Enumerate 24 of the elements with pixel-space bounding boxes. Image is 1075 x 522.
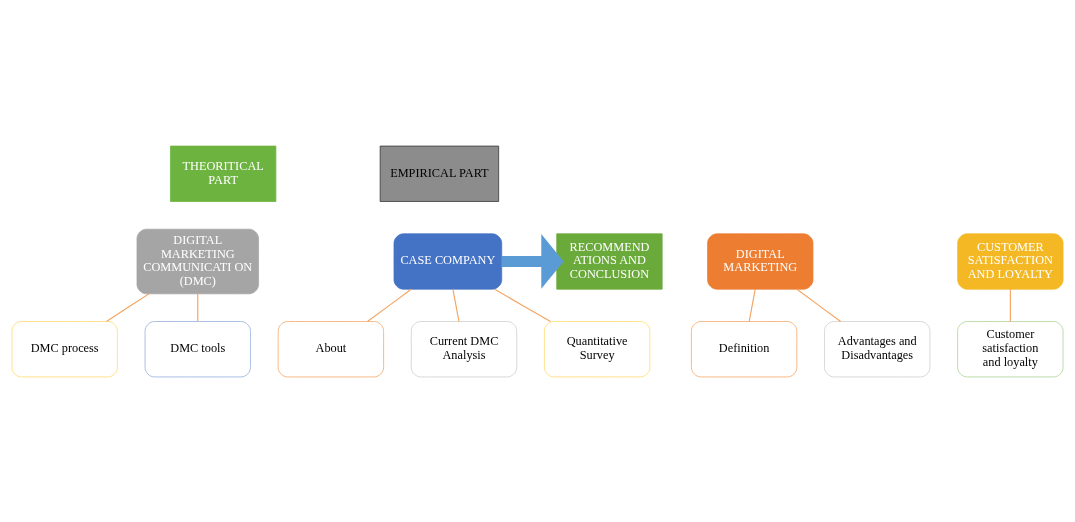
node-box: THEORITICAL PART	[170, 145, 277, 202]
node-box: Definition	[691, 320, 798, 377]
connector	[494, 288, 552, 322]
node-box: RECOMMEND ATIONS AND CONCLUSION	[556, 232, 663, 290]
connector	[748, 288, 756, 322]
connector	[796, 288, 842, 322]
node-box: Advantages and Disadvantages	[824, 320, 931, 377]
connector	[366, 288, 412, 322]
node-box: DIGITAL MARKETING COMMUNICATI ON (DMC)	[136, 228, 259, 294]
arrow	[501, 233, 564, 289]
node-box: EMPIRICAL PART	[379, 145, 500, 202]
node-box: DIGITAL MARKETING	[707, 232, 814, 290]
node-box: Current DMC Analysis	[410, 320, 518, 377]
connector	[105, 292, 150, 322]
node-box: DMC tools	[144, 320, 251, 377]
node-box: CASE COMPANY	[393, 232, 503, 290]
connector	[197, 292, 199, 322]
node-box: About	[277, 320, 384, 377]
connector	[452, 288, 460, 322]
node-box: Customer satisfaction and loyalty	[957, 320, 1064, 377]
node-box: Quantitative Survey	[544, 320, 651, 377]
connector	[1009, 288, 1011, 322]
node-box: CUSTOMER SATISFACTION AND LOYALTY	[957, 232, 1064, 290]
node-box: DMC process	[11, 320, 118, 377]
